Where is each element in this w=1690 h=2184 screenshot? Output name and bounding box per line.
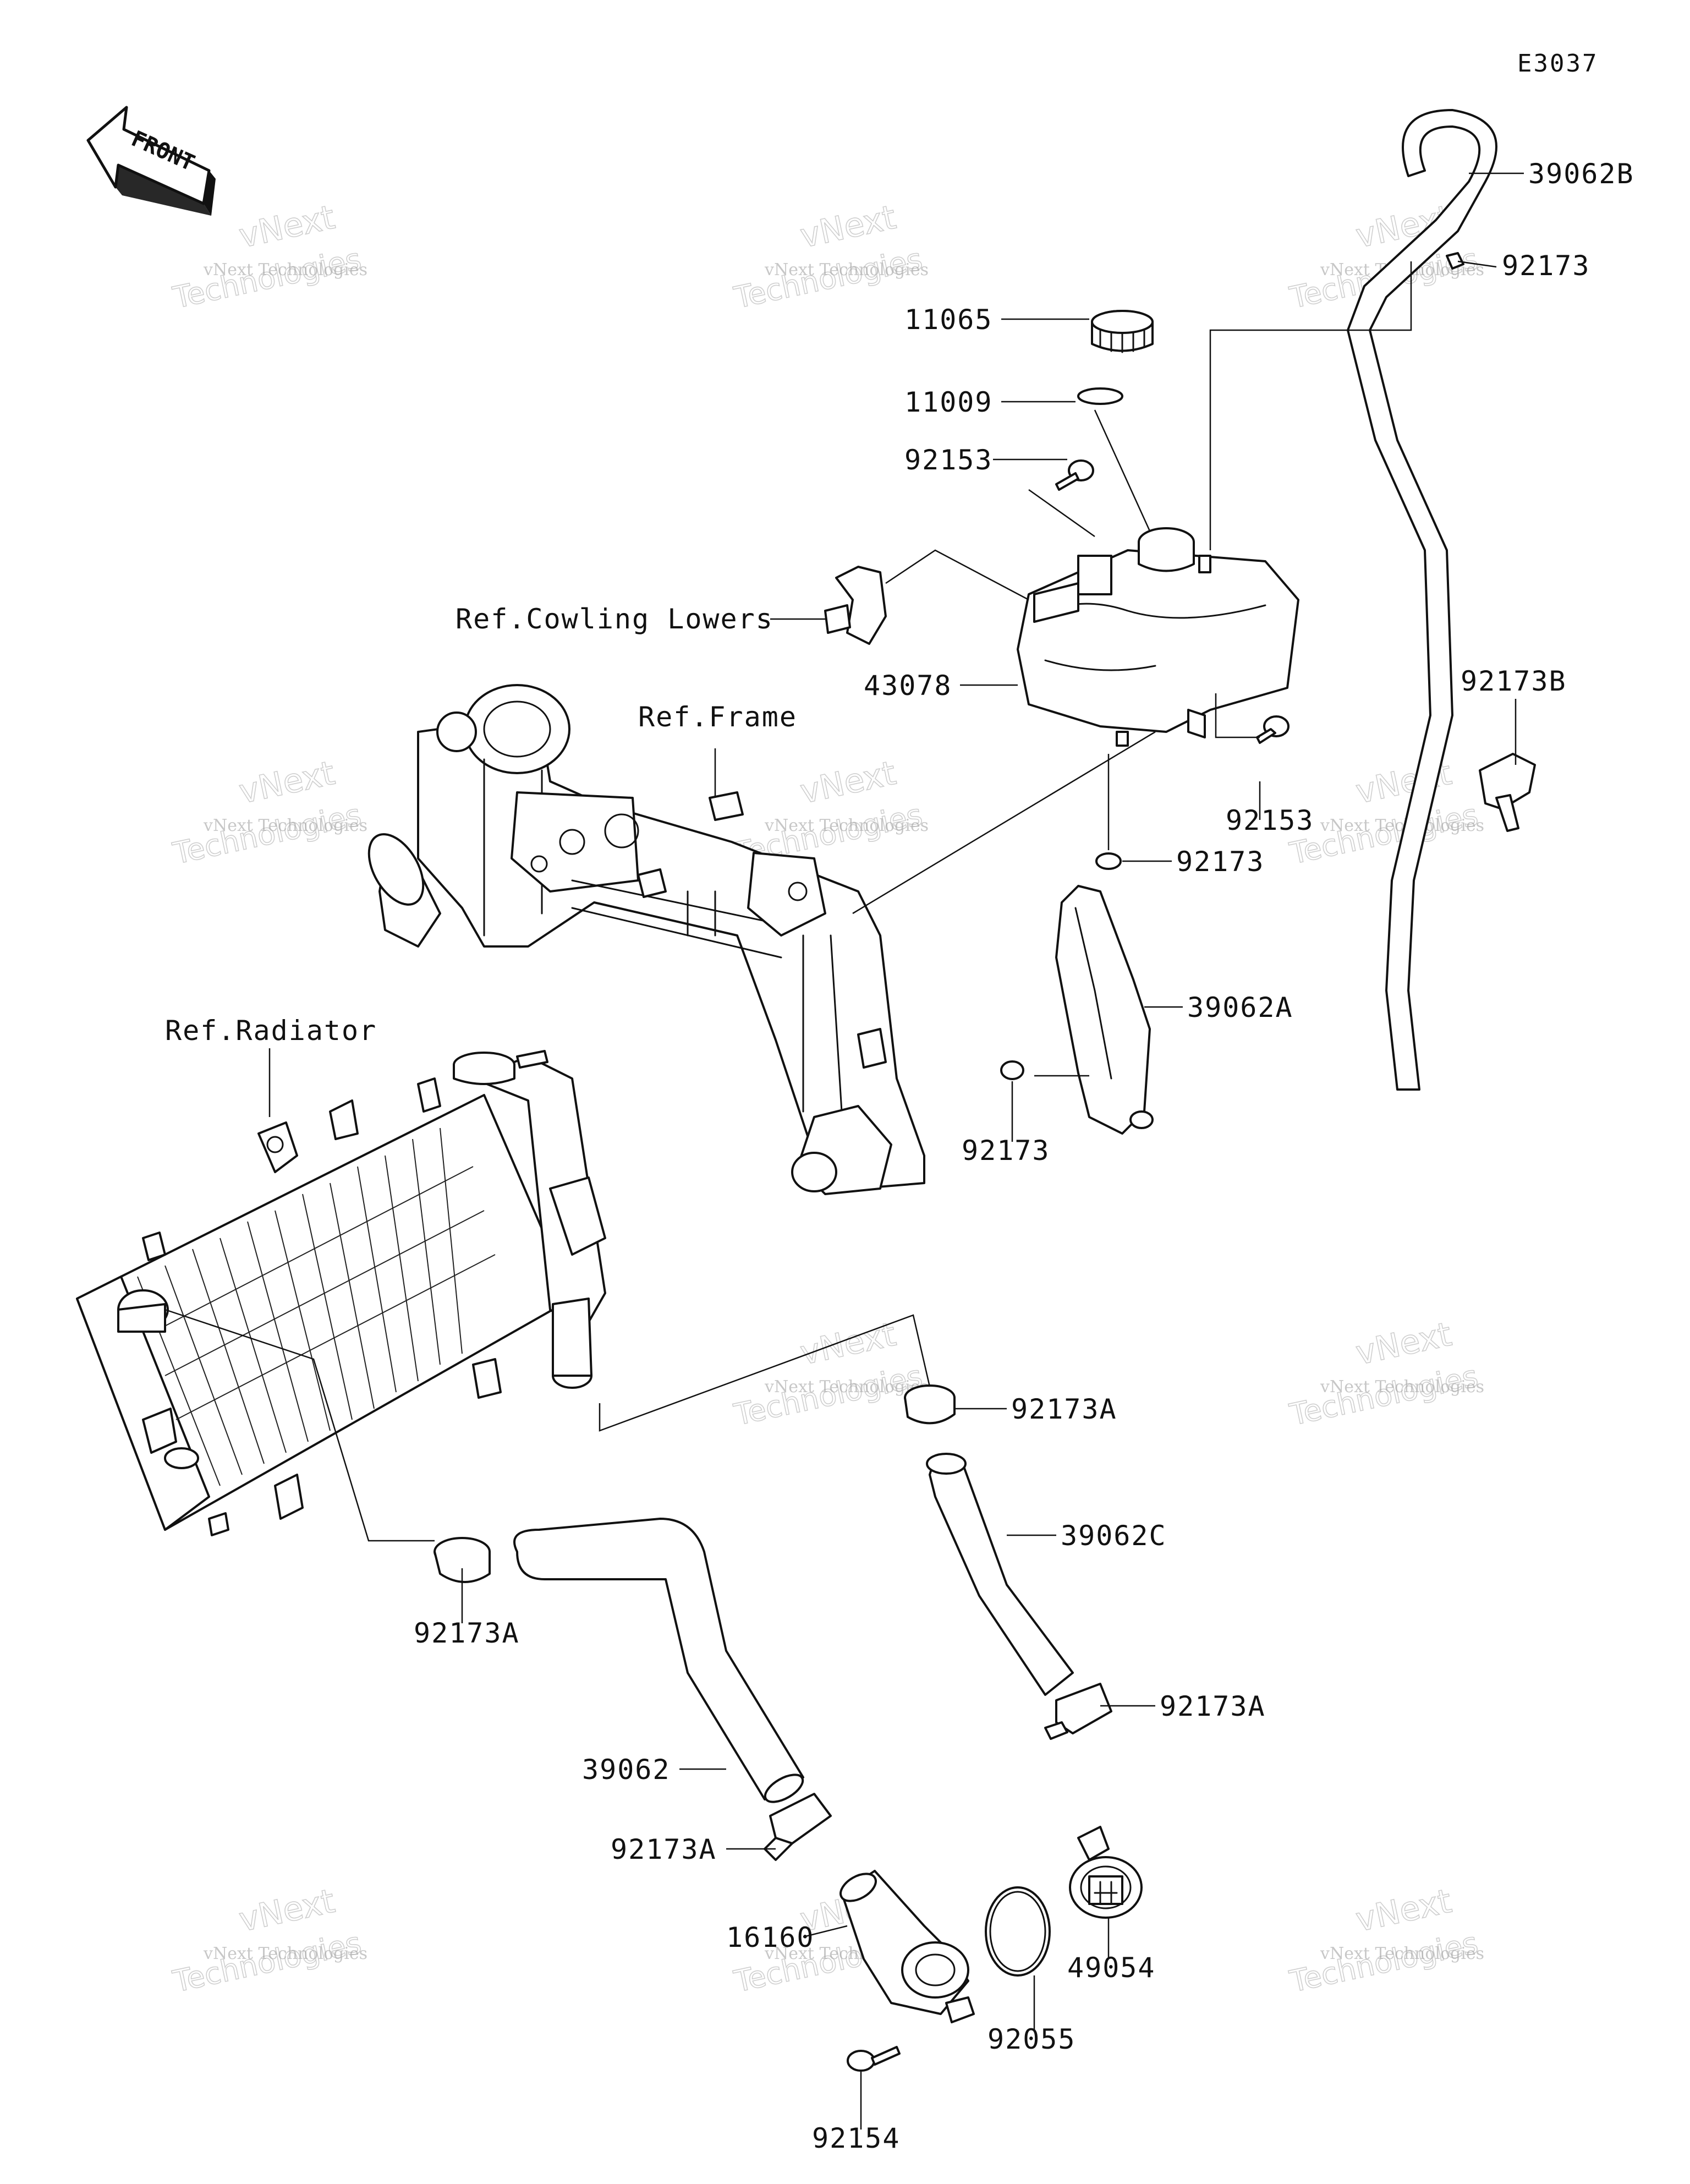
callout-92153-right: 92153 bbox=[1226, 804, 1314, 836]
watermark: vNext Technologies vNext Technologies bbox=[169, 198, 367, 316]
diagram-code: E3037 bbox=[1517, 50, 1598, 78]
watermark: vNext Technologies vNext Technologies bbox=[731, 1315, 929, 1433]
radiator-part bbox=[76, 1050, 606, 1536]
callout-92173-mid: 92173 bbox=[1176, 846, 1265, 878]
callout-ref-cowling-lowers: Ref.Cowling Lowers bbox=[456, 603, 773, 635]
bolt-92153-top bbox=[1055, 459, 1094, 491]
thermostat-housing bbox=[839, 1870, 975, 2023]
watermark: vNext Technologies vNext Technologies bbox=[1286, 753, 1484, 872]
svg-text:vNext: vNext bbox=[797, 198, 899, 256]
cap-gasket bbox=[1077, 387, 1123, 405]
clamp-92173a-right bbox=[1044, 1683, 1112, 1740]
svg-text:vNext: vNext bbox=[797, 754, 899, 812]
bolt-92154 bbox=[847, 2046, 901, 2072]
svg-text:vNext Technologies: vNext Technologies bbox=[1320, 1377, 1484, 1397]
svg-text:vNext Technologies: vNext Technologies bbox=[203, 260, 367, 280]
svg-text:Technologies: Technologies bbox=[170, 797, 364, 871]
svg-text:Technologies: Technologies bbox=[731, 1359, 925, 1432]
hose-39062b bbox=[1347, 109, 1497, 1091]
cowling-bracket bbox=[824, 566, 887, 645]
callout-92173a-right: 92173A bbox=[1160, 1690, 1266, 1722]
callout-92154: 92154 bbox=[812, 2122, 901, 2154]
thermostat-49054 bbox=[1069, 1826, 1143, 1919]
callout-92055: 92055 bbox=[987, 2023, 1076, 2055]
svg-text:vNext Technologies: vNext Technologies bbox=[203, 816, 367, 835]
svg-text:Technologies: Technologies bbox=[731, 242, 925, 315]
svg-text:Technologies: Technologies bbox=[1287, 797, 1481, 871]
callout-11009: 11009 bbox=[904, 386, 993, 418]
svg-text:vNext: vNext bbox=[797, 1315, 899, 1373]
callout-92173a-bottom: 92173A bbox=[611, 1833, 717, 1865]
callout-49054: 49054 bbox=[1067, 1952, 1156, 1984]
reservoir-cap bbox=[1091, 310, 1154, 353]
callout-39062a: 39062A bbox=[1187, 992, 1293, 1023]
watermark: vNext Technologies vNext Technologies bbox=[1286, 1881, 1484, 2000]
svg-text:vNext Technologies: vNext Technologies bbox=[1320, 1944, 1484, 1963]
callout-11065: 11065 bbox=[904, 304, 993, 336]
watermark: vNext Technologies vNext Technologies bbox=[169, 1881, 367, 2000]
svg-text:vNext Technologies: vNext Technologies bbox=[764, 260, 929, 280]
svg-text:vNext: vNext bbox=[1353, 1315, 1455, 1373]
callout-92153-top: 92153 bbox=[904, 444, 993, 476]
watermark: vNext Technologies vNext Technologies bbox=[731, 198, 929, 316]
callout-16160: 16160 bbox=[726, 1922, 815, 1953]
callout-39062c: 39062C bbox=[1061, 1520, 1167, 1552]
callout-39062b: 39062B bbox=[1528, 158, 1634, 190]
svg-text:Technologies: Technologies bbox=[1287, 1359, 1481, 1432]
svg-text:vNext Technologies: vNext Technologies bbox=[203, 1944, 367, 1963]
svg-text:vNext Technologies: vNext Technologies bbox=[764, 1377, 929, 1397]
hose-39062c bbox=[926, 1453, 1074, 1696]
callout-92173a-left: 92173A bbox=[414, 1617, 520, 1649]
clip-92173b bbox=[1479, 753, 1536, 832]
leader-lines bbox=[164, 172, 1524, 2130]
front-arrow-icon: FRONT bbox=[86, 106, 216, 216]
reservoir-tank bbox=[1017, 527, 1299, 747]
callout-ref-frame: Ref.Frame bbox=[638, 701, 797, 733]
watermark: vNext Technologies vNext Technologies bbox=[169, 753, 367, 872]
hose-39062 bbox=[513, 1518, 804, 1803]
callout-92173-top: 92173 bbox=[1502, 250, 1590, 282]
svg-text:vNext: vNext bbox=[236, 754, 338, 812]
callout-92173-low: 92173 bbox=[962, 1135, 1050, 1167]
svg-text:vNext: vNext bbox=[1353, 1882, 1455, 1940]
frame-part bbox=[367, 684, 925, 1195]
hose-39062a bbox=[1055, 885, 1154, 1135]
callout-92173a-upper: 92173A bbox=[1011, 1393, 1117, 1425]
bolt-92153-right bbox=[1256, 715, 1290, 744]
callout-ref-radiator: Ref.Radiator bbox=[165, 1015, 377, 1047]
svg-text:vNext Technologies: vNext Technologies bbox=[764, 816, 929, 835]
callout-labels: 39062B 92173 11065 11009 92153 Ref.Cowli… bbox=[165, 158, 1634, 2154]
o-ring-92055 bbox=[985, 1886, 1051, 1977]
svg-text:Technologies: Technologies bbox=[170, 1925, 364, 1999]
clamp-92173a-upper bbox=[904, 1384, 956, 1425]
callout-43078: 43078 bbox=[864, 670, 952, 702]
clamp-92173a-left bbox=[434, 1537, 491, 1583]
svg-text:Technologies: Technologies bbox=[170, 242, 364, 315]
callout-39062: 39062 bbox=[582, 1754, 671, 1786]
svg-text:vNext: vNext bbox=[236, 1882, 338, 1940]
clamp-92173-low bbox=[1000, 1060, 1024, 1080]
svg-text:Technologies: Technologies bbox=[1287, 1925, 1481, 1999]
svg-text:vNext: vNext bbox=[236, 198, 338, 256]
clamp-92173a-bottom bbox=[764, 1793, 832, 1861]
clamp-92173-mid bbox=[1095, 852, 1122, 870]
watermark: vNext Technologies vNext Technologies bbox=[1286, 1315, 1484, 1433]
callout-92173b: 92173B bbox=[1461, 665, 1567, 697]
